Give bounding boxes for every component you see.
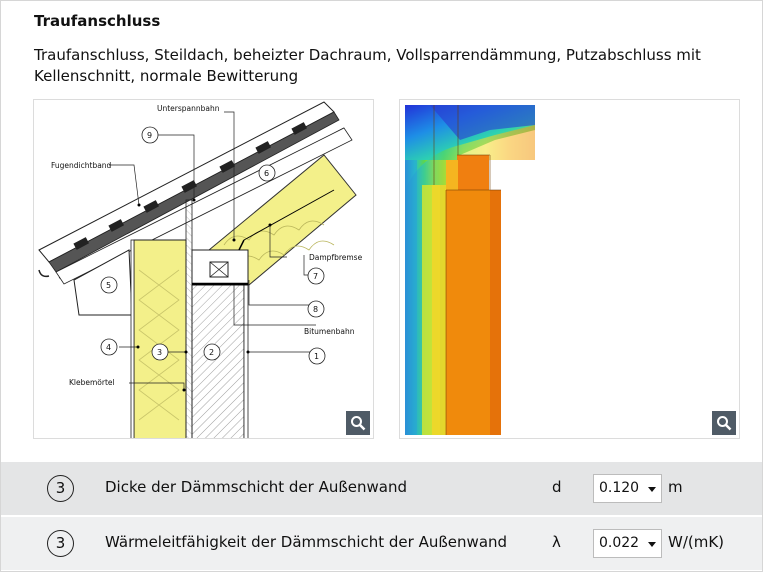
thermal-simulation-image[interactable] <box>399 99 740 439</box>
thickness-value: 0.120 <box>599 480 640 496</box>
callout-8: 8 <box>313 305 318 314</box>
parameter-unit: m <box>668 478 683 496</box>
parameter-unit: W/(mK) <box>668 533 725 551</box>
parameter-label: Dicke der Dämmschicht der Außenwand <box>105 478 408 496</box>
callout-4: 4 <box>106 343 111 352</box>
conductivity-value: 0.022 <box>599 535 640 551</box>
page-title: Traufanschluss <box>34 12 161 30</box>
callout-7: 7 <box>313 272 318 281</box>
callout-3: 3 <box>157 348 162 357</box>
magnifier-icon <box>717 416 732 431</box>
layer-number-badge: 3 <box>47 530 74 557</box>
callout-6: 6 <box>264 169 269 178</box>
parameter-row-thickness: 3 Dicke der Dämmschicht der Außenwand d … <box>1 462 762 515</box>
label-unterspannbahn: Unterspannbahn <box>157 104 220 113</box>
conductivity-select[interactable]: 0.022 <box>593 529 662 558</box>
construction-drawing-svg: Unterspannbahn Fugendichtband Dampfbrems… <box>38 101 363 438</box>
parameter-symbol: λ <box>552 533 561 551</box>
callout-9: 9 <box>147 131 152 140</box>
magnifier-icon <box>351 416 366 431</box>
caret-down-icon <box>648 542 656 547</box>
zoom-button-thermal[interactable] <box>712 411 736 435</box>
caret-down-icon <box>648 487 656 492</box>
zoom-button-drawing[interactable] <box>346 411 370 435</box>
thickness-select[interactable]: 0.120 <box>593 474 662 503</box>
parameter-row-conductivity: 3 Wärmeleitfähigkeit der Dämmschicht der… <box>1 517 762 570</box>
construction-drawing[interactable]: Unterspannbahn Fugendichtband Dampfbrems… <box>33 99 374 439</box>
page-description: Traufanschluss, Steildach, beheizter Dac… <box>34 46 701 85</box>
callout-2: 2 <box>209 348 214 357</box>
label-fugendichtband: Fugendichtband <box>51 161 112 170</box>
parameter-label: Wärmeleitfähigkeit der Dämmschicht der A… <box>105 533 508 551</box>
label-klebemoertel: Klebemörtel <box>69 378 115 387</box>
thermal-simulation-svg <box>400 100 739 438</box>
callout-5: 5 <box>106 281 111 290</box>
layer-number-badge: 3 <box>47 475 74 502</box>
label-dampfbremse: Dampfbremse <box>309 253 363 262</box>
parameter-symbol: d <box>552 478 562 496</box>
callout-1: 1 <box>314 352 319 361</box>
label-bitumenbahn: Bitumenbahn <box>304 327 355 336</box>
